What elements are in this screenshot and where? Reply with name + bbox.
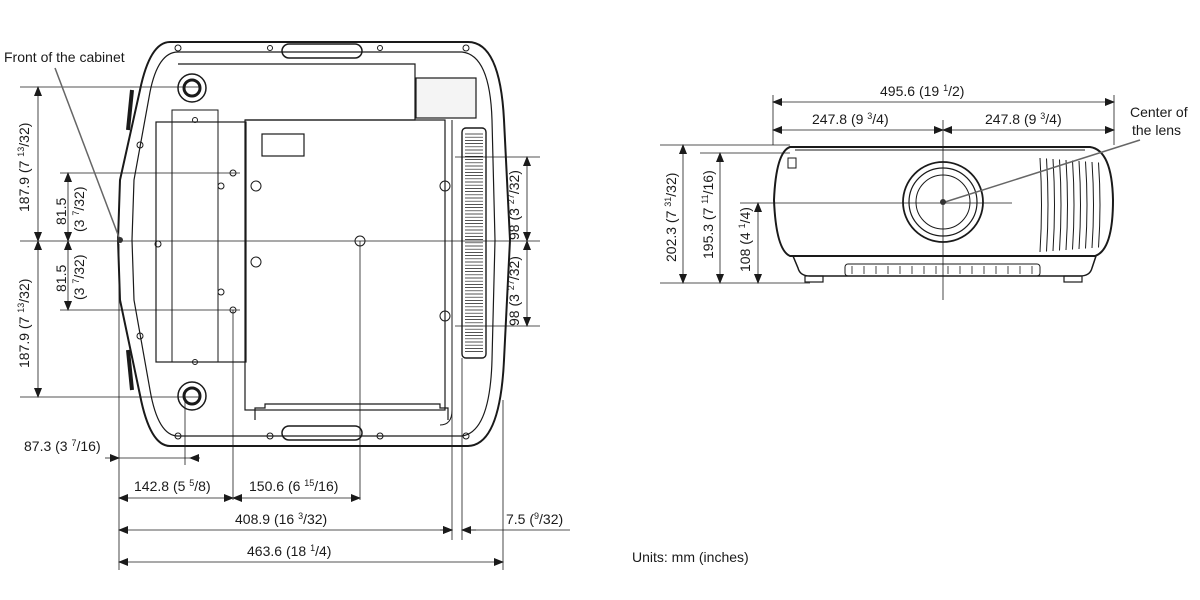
dimension-label: 98 (3 27/32) <box>506 256 522 326</box>
dimension-label: 187.9 (7 13/32) <box>16 279 32 368</box>
bottom-handle <box>281 425 363 441</box>
dimension-label: 187.9 (7 13/32) <box>16 123 32 212</box>
front-grille <box>844 263 1041 277</box>
dimension-label: 142.8 (5 5/8) <box>134 478 211 494</box>
screw-holes <box>136 44 470 440</box>
dimension-label: 81.5 <box>53 198 69 225</box>
dimension-label: 463.6 (18 1/4) <box>247 543 331 559</box>
dimension-label: 87.3 (3 7/16) <box>24 438 101 454</box>
front-base <box>792 255 1097 277</box>
dimension-label: 195.3 (7 11/16) <box>700 170 716 259</box>
dimension-label: (3 7/32) <box>71 187 87 232</box>
left-ridge <box>126 349 134 391</box>
dimension-label: 81.5 <box>53 265 69 292</box>
top-block <box>415 77 477 119</box>
bottom-tray <box>254 403 449 420</box>
left-subpanel <box>171 109 219 363</box>
foot <box>177 381 207 411</box>
bottom-view <box>116 41 512 447</box>
dimension-label: 150.6 (6 15/16) <box>249 478 338 494</box>
dimension-label: 247.8 (9 3/4) <box>985 111 1062 127</box>
front-view <box>772 146 1115 283</box>
front-grille-lines <box>851 266 1033 274</box>
center-of-lens-label: the lens <box>1132 122 1181 138</box>
foot <box>182 78 202 98</box>
left-ridge <box>126 89 134 131</box>
front-foot <box>804 275 824 283</box>
top-handle <box>281 43 363 59</box>
units-label: Units: mm (inches) <box>632 549 749 565</box>
dimension-label: 247.8 (9 3/4) <box>812 111 889 127</box>
foot <box>182 386 202 406</box>
label-plate <box>261 133 305 157</box>
cabinet-outline <box>116 41 512 447</box>
front-of-cabinet-label: Front of the cabinet <box>4 49 125 65</box>
dimension-label: 408.9 (16 3/32) <box>235 511 327 527</box>
dimension-label: (3 7/32) <box>71 255 87 300</box>
vent-strip <box>461 127 487 359</box>
main-plate <box>244 119 446 411</box>
dimension-label: 7.5 (9/32) <box>506 511 563 527</box>
vent-lines <box>465 133 483 352</box>
front-view-dimension-lines <box>660 95 1141 300</box>
bottom-view-dimension-lines <box>20 67 570 570</box>
dimension-label: 98 (3 27/32) <box>506 170 522 240</box>
foot <box>177 73 207 103</box>
front-foot <box>1063 275 1083 283</box>
dimension-label: 202.3 (7 31/32) <box>663 173 679 262</box>
center-of-lens-label: Center of <box>1130 104 1188 120</box>
dimension-label: 495.6 (19 1/2) <box>880 83 964 99</box>
dimension-label: 108 (4 1/4) <box>737 207 753 272</box>
front-left-tab <box>787 157 797 169</box>
front-side-vents <box>1039 157 1101 253</box>
